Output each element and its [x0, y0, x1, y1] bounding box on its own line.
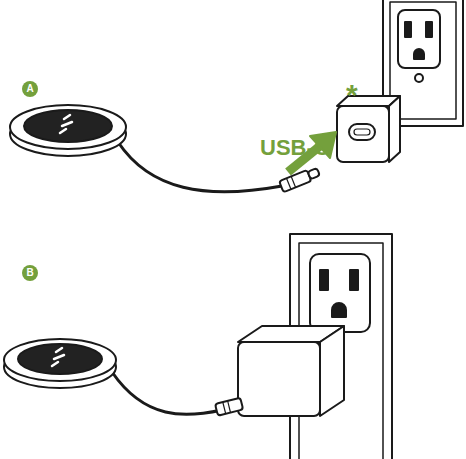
ground-hole	[332, 303, 346, 317]
receptacle	[398, 10, 440, 68]
brick-side	[320, 326, 344, 416]
puck-logo	[60, 115, 72, 133]
step-badge: B	[22, 265, 38, 281]
outlet-slot	[350, 270, 358, 290]
outlet-slot	[320, 270, 328, 290]
screw	[415, 74, 423, 82]
puck-top	[10, 105, 126, 149]
brick-front	[337, 106, 389, 162]
usb-c-port-inner	[354, 129, 370, 135]
brick-front	[238, 342, 320, 416]
cable	[112, 372, 222, 414]
cable	[118, 142, 282, 192]
step-letter: B	[26, 268, 33, 278]
step-letter: A	[26, 84, 33, 94]
usb-c-port	[349, 124, 375, 140]
puck-pad	[24, 110, 112, 142]
usb-c-plug	[279, 170, 311, 192]
plug-tip	[308, 168, 320, 179]
outlet-slot	[405, 22, 411, 37]
puck-pad	[18, 344, 102, 374]
ground-hole	[414, 49, 424, 59]
puck-top	[4, 339, 116, 381]
brick-side	[389, 96, 400, 162]
usb-c-plug	[215, 398, 243, 416]
receptacle	[310, 254, 370, 332]
puck-logo	[52, 348, 64, 366]
footnote-mark: *	[346, 80, 358, 110]
step-badge: A	[22, 81, 38, 97]
port-label: USB-C	[260, 137, 330, 159]
outlet-slot	[426, 22, 432, 37]
